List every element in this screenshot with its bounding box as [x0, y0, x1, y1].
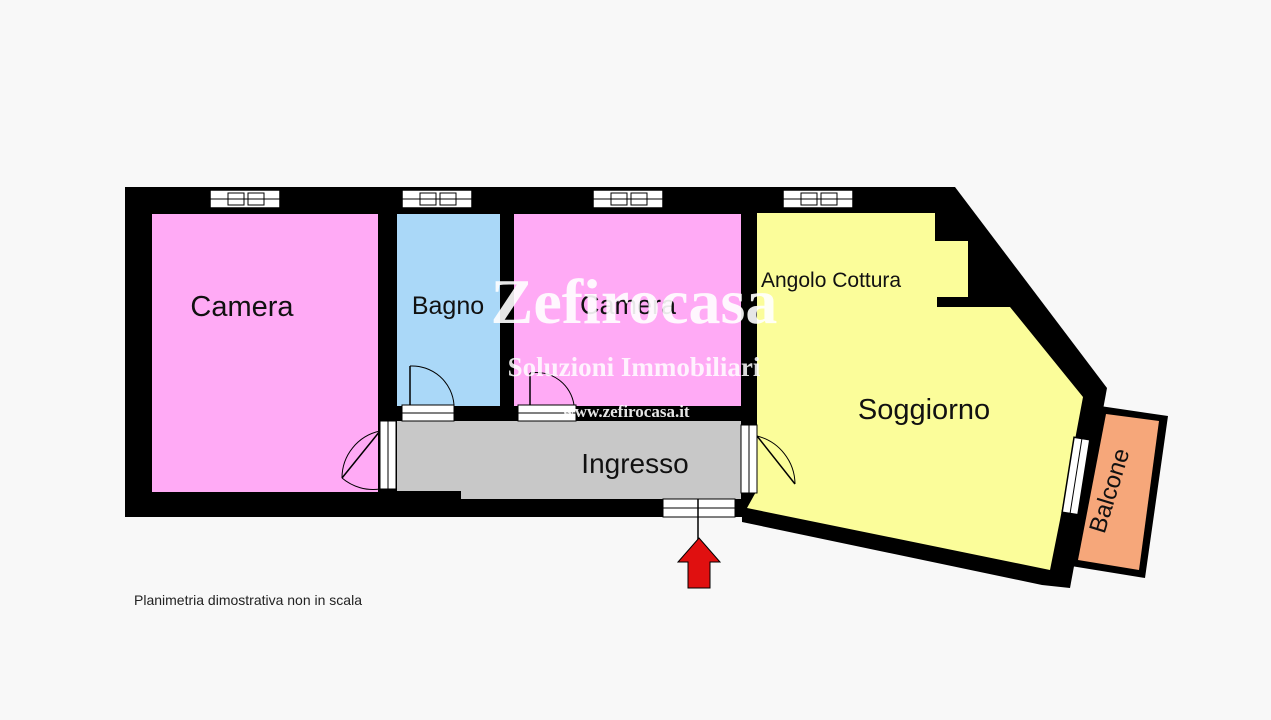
room-balcone-floor [1078, 414, 1159, 570]
door-entrance [662, 498, 736, 544]
window-bagno [401, 189, 473, 209]
watermark-brand: Zefirocasa [491, 266, 778, 337]
door-camera-2 [517, 371, 577, 422]
door-camera-1 [341, 420, 397, 490]
room-ingresso [397, 421, 741, 499]
label-bagno: Bagno [412, 292, 484, 320]
door-soggiorno [740, 424, 796, 494]
window-camera-1 [209, 189, 281, 209]
window-camera-2 [592, 189, 664, 209]
door-bagno [401, 365, 455, 422]
room-camera-2 [514, 214, 741, 406]
window-soggiorno [782, 189, 854, 209]
room-bagno [397, 214, 500, 406]
room-camera-1 [152, 214, 378, 492]
watermark-url: www.zefirocasa.it [562, 402, 689, 421]
room-soggiorno [747, 213, 1083, 570]
label-angolo-cottura: Angolo Cottura [761, 269, 901, 292]
label-camera-1: Camera [190, 291, 294, 323]
label-soggiorno: Soggiorno [858, 394, 990, 426]
label-camera-2: Camera [580, 290, 677, 320]
disclaimer-note: Planimetria dimostrativa non in scala [134, 592, 362, 608]
watermark-tagline: Soluzioni Immobiliari [508, 352, 761, 382]
red-up-arrow-icon [676, 537, 722, 589]
label-ingresso: Ingresso [581, 448, 688, 479]
window-balcone [1061, 436, 1091, 516]
